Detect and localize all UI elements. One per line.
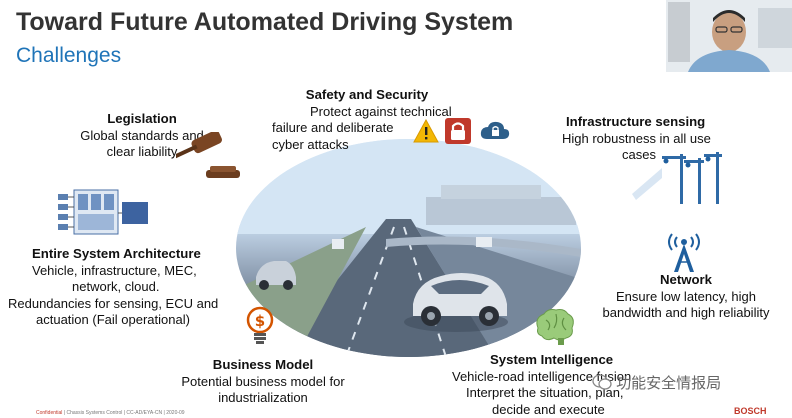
infrastructure-block: Infrastructure sensing High robustness i… xyxy=(562,114,732,164)
architecture-line-4: actuation (Fail operational) xyxy=(36,312,190,327)
antenna-tower-icon xyxy=(664,228,704,279)
network-block: Network Ensure low latency, high bandwid… xyxy=(590,272,782,322)
intelligence-block: System Intelligence Vehicle-road intelli… xyxy=(452,352,672,418)
gavel-icon xyxy=(174,130,246,189)
watermark: 功能安全情报局 xyxy=(592,372,721,394)
legislation-heading: Legislation xyxy=(107,111,177,126)
architecture-block: Entire System Architecture Vehicle, infr… xyxy=(8,246,248,329)
svg-text:$: $ xyxy=(255,312,265,330)
intelligence-heading: System Intelligence xyxy=(490,352,614,367)
brain-icon xyxy=(532,306,578,351)
warning-icon xyxy=(413,118,439,148)
network-heading: Network xyxy=(659,272,713,287)
autonomous-driving-scene xyxy=(236,139,581,357)
architecture-diagram-icon xyxy=(58,188,154,243)
network-line-1: Ensure low latency, high xyxy=(616,288,756,304)
cloud-lock-icon xyxy=(479,119,511,148)
infrastructure-line-1: High robustness in all use xyxy=(562,130,711,146)
slide-title: Toward Future Automated Driving System xyxy=(16,8,514,36)
safety-line-3: cyber attacks xyxy=(272,136,349,152)
footer: Confidential | Chassis Systems Control |… xyxy=(36,410,185,416)
intelligence-line-2: Interpret the situation, plan, xyxy=(466,385,624,400)
safety-line-2: failure and deliberate xyxy=(272,120,394,135)
bosch-logo: BOSCH xyxy=(734,406,767,416)
infrastructure-line-2: cases xyxy=(622,147,656,162)
watermark-text: 功能安全情报局 xyxy=(616,375,722,392)
legislation-line-1: Global standards and xyxy=(80,127,204,143)
infrastructure-heading: Infrastructure sensing xyxy=(566,114,706,129)
architecture-line-3: Redundancies for sensing, ECU and xyxy=(8,295,219,311)
roadside-sensor-poles-icon xyxy=(632,148,728,209)
intelligence-line-3: decide and execute xyxy=(492,401,605,417)
slide-subtitle: Challenges xyxy=(16,44,122,67)
legislation-line-2: clear liability xyxy=(106,144,178,159)
intelligence-line-1: Vehicle-road intelligence fusion xyxy=(452,368,632,384)
wechat-icon xyxy=(592,374,612,394)
architecture-line-1: Vehicle, infrastructure, MEC, xyxy=(32,262,197,278)
business-line-2: industrialization xyxy=(218,390,308,405)
footer-confidential: Confidential xyxy=(36,410,63,416)
footer-text: | Chassis Systems Control | CC-AD/EYA-CN… xyxy=(62,410,185,416)
safety-heading: Safety and Security xyxy=(305,87,429,102)
business-heading: Business Model xyxy=(212,357,314,372)
business-block: Business Model Potential business model … xyxy=(170,357,356,407)
business-line-1: Potential business model for xyxy=(181,373,345,389)
safety-line-1: Protect against technical xyxy=(310,103,452,119)
safety-block: Safety and Security Protect against tech… xyxy=(272,87,472,153)
architecture-heading: Entire System Architecture xyxy=(32,246,201,261)
webcam-presenter xyxy=(666,0,792,72)
lock-icon xyxy=(445,118,471,149)
architecture-line-2: network, cloud. xyxy=(72,279,160,294)
legislation-block: Legislation Global standards and clear l… xyxy=(72,111,212,161)
money-bulb-icon: $ xyxy=(246,306,274,353)
network-line-2: bandwidth and high reliability xyxy=(602,305,770,320)
